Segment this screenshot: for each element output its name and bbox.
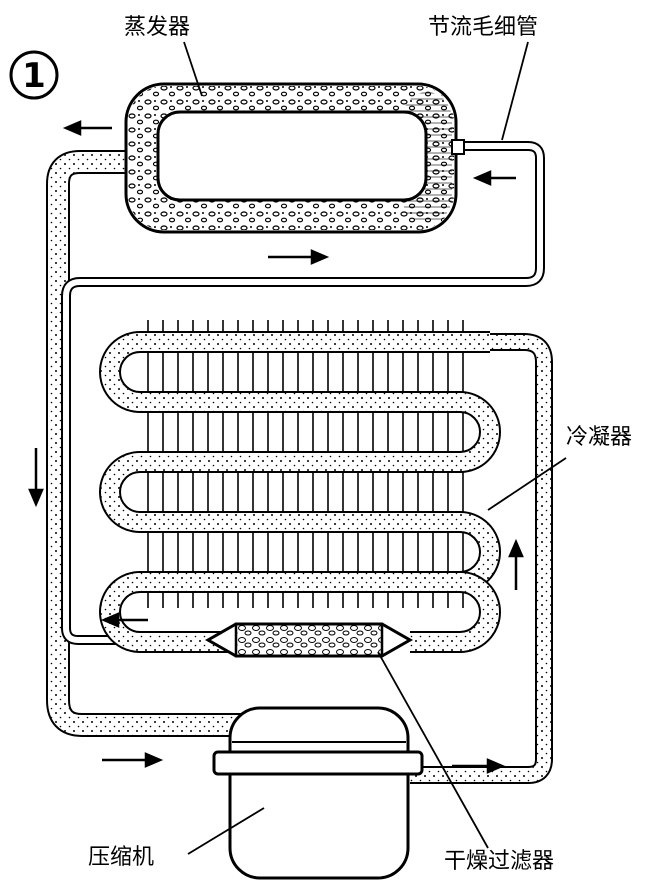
figure-number-badge: 1 [9, 50, 59, 100]
condenser-coil [99, 331, 501, 653]
arrow-left-top [62, 120, 112, 136]
arrow-right-bottom-right [452, 758, 506, 774]
leader-lines [183, 41, 567, 855]
leader-evaporator [183, 41, 203, 97]
leader-filter-drier [377, 651, 489, 849]
arrow-down-left [28, 448, 44, 508]
compressor [212, 706, 424, 880]
leader-condenser [487, 457, 567, 511]
arrow-right-mid [268, 249, 330, 265]
label-compressor: 压缩机 [88, 845, 155, 870]
label-filter-drier: 干燥过滤器 [444, 849, 555, 874]
leader-compressor [187, 807, 265, 855]
arrow-left-capillary [472, 170, 516, 186]
flow-arrows [28, 120, 524, 774]
leader-capillary [501, 41, 529, 141]
arrow-right-bottom-left [102, 752, 164, 768]
arrow-left-bottom-coil [100, 612, 148, 628]
figure-number: 1 [22, 56, 46, 96]
label-condenser: 冷凝器 [566, 425, 633, 450]
label-capillary: 节流毛细管 [428, 15, 539, 40]
filter-drier [204, 622, 414, 658]
evaporator [124, 82, 465, 234]
label-evaporator: 蒸发器 [124, 15, 191, 40]
arrow-up-right [508, 538, 524, 590]
